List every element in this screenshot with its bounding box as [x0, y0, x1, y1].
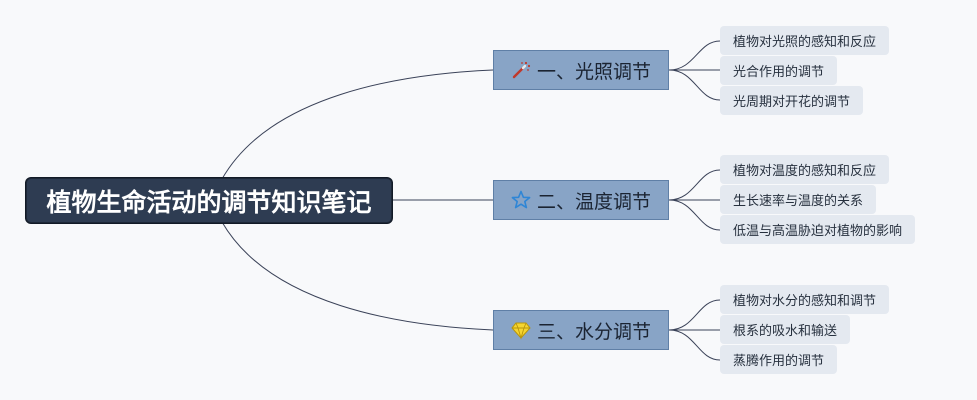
star-outline-icon — [511, 190, 531, 210]
leaf-label: 植物对光照的感知和反应 — [733, 35, 877, 50]
leaf-label: 根系的吸水和输送 — [733, 324, 838, 339]
branch-water-regulation[interactable]: 三、水分调节 — [493, 310, 669, 350]
leaf-label: 植物对温度的感知和反应 — [733, 164, 877, 179]
branch-label: 二、温度调节 — [536, 190, 651, 213]
branch-light-regulation[interactable]: 一、光照调节 — [493, 50, 669, 90]
root-topic[interactable]: 植物生命活动的调节知识笔记 — [26, 178, 392, 223]
leaf-topic[interactable]: 植物对温度的感知和反应 — [720, 155, 890, 184]
branch-label: 三、水分调节 — [536, 320, 651, 343]
leaf-label: 生长速率与温度的关系 — [733, 194, 864, 209]
leaf-topic[interactable]: 根系的吸水和输送 — [720, 315, 851, 344]
leaf-topic[interactable]: 光周期对开花的调节 — [720, 86, 864, 115]
connector-branch-2-leaf-1 — [668, 169, 721, 201]
leaf-topic[interactable]: 植物对光照的感知和反应 — [720, 26, 890, 55]
leaf-label: 光周期对开花的调节 — [733, 95, 851, 110]
connector-branch-1-leaf-1 — [668, 40, 721, 71]
connector-root-branch-1 — [221, 69, 494, 180]
leaf-label: 低温与高温胁迫对植物的影响 — [733, 224, 903, 239]
gem-icon — [511, 320, 531, 340]
branch-temperature-regulation[interactable]: 二、温度调节 — [493, 180, 669, 220]
branch-label: 一、光照调节 — [536, 60, 651, 83]
leaf-label: 蒸腾作用的调节 — [733, 354, 825, 369]
leaf-topic[interactable]: 低温与高温胁迫对植物的影响 — [720, 215, 916, 244]
connector-root-branch-3 — [221, 221, 494, 331]
leaf-topic[interactable]: 生长速率与温度的关系 — [720, 185, 877, 214]
leaf-topic[interactable]: 植物对水分的感知和调节 — [720, 285, 890, 314]
leaf-label: 光合作用的调节 — [733, 65, 825, 80]
connector-branch-3-leaf-1 — [668, 299, 721, 331]
root-topic-label: 植物生命活动的调节知识笔记 — [46, 187, 372, 217]
connector-branch-1-leaf-3 — [668, 69, 721, 101]
leaf-topic[interactable]: 蒸腾作用的调节 — [720, 345, 838, 374]
leaf-label: 植物对水分的感知和调节 — [733, 294, 877, 309]
connector-branch-2-leaf-3 — [668, 199, 721, 231]
leaf-topic[interactable]: 光合作用的调节 — [720, 56, 838, 85]
magic-wand-icon — [511, 60, 531, 80]
connector-branch-3-leaf-3 — [668, 329, 721, 361]
